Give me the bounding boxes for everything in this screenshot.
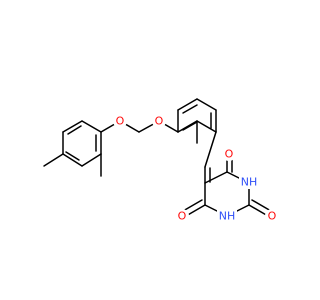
double-bond-inner (65, 151, 80, 161)
methyl-bond (43, 153, 64, 167)
bond (62, 153, 83, 167)
double-bond-inner (182, 104, 198, 114)
carbonyl-bond-second (251, 199, 272, 212)
molecule-structure-diagram: O O O O O NH NH (43, 98, 279, 223)
benzyl-ring (177, 98, 217, 144)
benzylidene-link (204, 131, 217, 184)
dimethylphenyl-ring (43, 120, 102, 177)
atom-labels: O O O O O NH NH (113, 114, 279, 223)
nitrogen-atom-bottom: NH (219, 210, 236, 223)
double-bond-inner (182, 121, 198, 131)
double-bond-inner (67, 125, 82, 135)
bond (81, 153, 102, 167)
bond (81, 120, 102, 133)
carbonyl-bond-second (182, 199, 203, 212)
oxygen-atom-ether-aryl: O (116, 115, 125, 128)
bond (62, 120, 83, 133)
bond (196, 98, 217, 111)
bond (177, 120, 198, 133)
carbonyl-bond (248, 204, 269, 217)
carbonyl-bond (185, 204, 206, 217)
oxygen-atom-carbonyl-top: O (225, 148, 234, 161)
molecule-canvas: O O O O O NH NH (43, 98, 279, 223)
bond (177, 98, 198, 111)
oxygen-atom-carbonyl-right: O (268, 210, 277, 223)
oxygen-atom-ether-benzyl: O (155, 115, 164, 128)
ether-linker (100, 120, 179, 133)
bond (204, 171, 228, 184)
nitrogen-atom-top: NH (241, 176, 258, 189)
bond (196, 120, 217, 133)
bond (204, 131, 217, 168)
oxygen-atom-carbonyl-bottom: O (178, 210, 187, 223)
